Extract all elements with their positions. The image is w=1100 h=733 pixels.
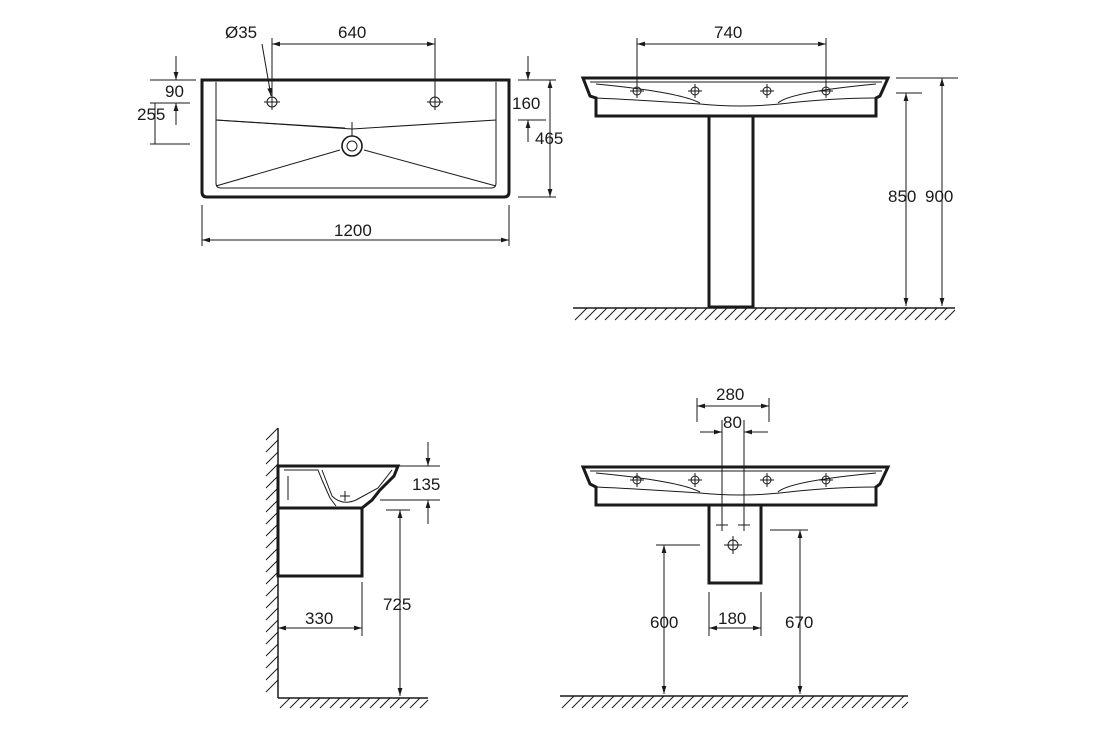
front-pedestal-view: 740 850 900 — [573, 23, 958, 321]
basin-outline — [200, 78, 511, 199]
dim-pedestal-width: 180 — [718, 609, 746, 628]
floor-hatch-2 — [560, 695, 909, 709]
side-floor-hatch — [278, 697, 429, 709]
tap-hole-right — [427, 94, 443, 110]
dim-pedestal-bottom: 670 — [785, 613, 813, 632]
outlet-marks — [716, 519, 750, 554]
dim-width: 1200 — [334, 221, 372, 240]
dim-edge-to-drain: 255 — [137, 105, 165, 124]
dim-outlet-zone: 280 — [716, 385, 744, 404]
dim-wall-projection: 330 — [305, 609, 333, 628]
tap-marks-2 — [630, 473, 833, 487]
side-view: 135 330 725 — [265, 427, 440, 709]
dim-edge-to-holes: 90 — [165, 82, 184, 101]
semi-pedestal — [276, 506, 364, 578]
dim-depth: 465 — [535, 129, 563, 148]
basin-front — [580, 76, 891, 118]
dim-side-rim-height: 725 — [383, 595, 411, 614]
dim-rim-height: 850 — [888, 187, 916, 206]
dim-hole-diameter: Ø35 — [225, 23, 257, 42]
tap-marks — [630, 84, 833, 98]
dim-tap-spacing: 740 — [714, 23, 742, 42]
floor-hatch — [573, 307, 956, 321]
drain-hole — [341, 122, 363, 157]
wall-hatch — [265, 427, 279, 698]
tap-hole-left — [264, 94, 280, 110]
basin-side — [276, 464, 401, 510]
top-view: Ø35 640 90 255 160 465 1200 — [137, 23, 563, 246]
dim-hole-spacing: 640 — [338, 23, 366, 42]
dim-top-right: 160 — [512, 94, 540, 113]
dim-overall-height: 900 — [925, 187, 953, 206]
dim-outlet-offset: 80 — [723, 413, 742, 432]
dim-bowl-depth: 135 — [412, 475, 440, 494]
semi-pedestal-front — [707, 503, 763, 585]
dim-outlet-height: 600 — [650, 613, 678, 632]
front-semi-pedestal-view: 280 80 600 180 670 — [560, 385, 909, 709]
pedestal — [707, 114, 755, 309]
drain-marker — [340, 491, 350, 501]
basin-front-2 — [580, 465, 891, 507]
